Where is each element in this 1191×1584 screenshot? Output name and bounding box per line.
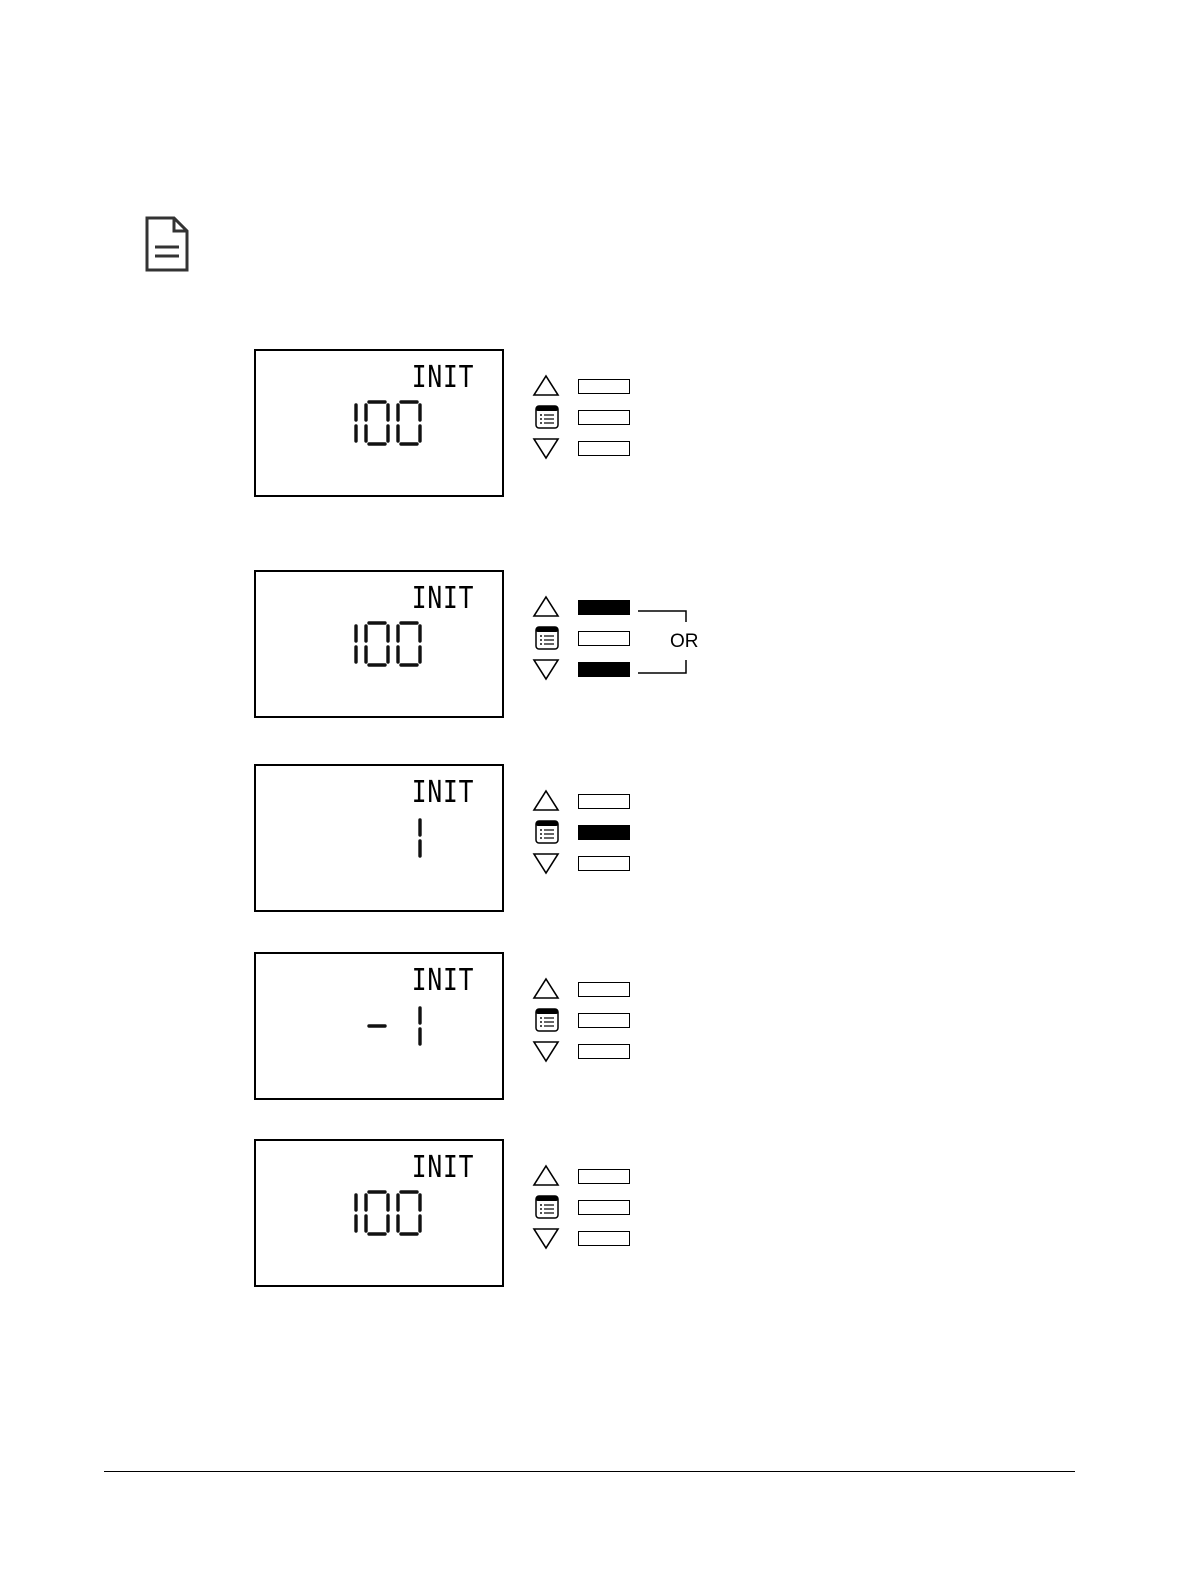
lcd-digit bbox=[398, 402, 420, 444]
up-key[interactable] bbox=[578, 982, 630, 997]
menu-list-icon[interactable] bbox=[532, 1194, 560, 1220]
menu-key-row bbox=[532, 819, 652, 845]
lcd-display: INIT bbox=[254, 764, 504, 912]
lcd-display: INIT bbox=[254, 952, 504, 1100]
menu-key[interactable] bbox=[578, 1013, 630, 1028]
lcd-mode-label: INIT bbox=[411, 1153, 474, 1183]
footer-rule bbox=[104, 1471, 1075, 1472]
down-key-row bbox=[532, 850, 652, 876]
lcd-mode-label: INIT bbox=[411, 966, 474, 996]
up-key[interactable] bbox=[578, 379, 630, 394]
up-key-row bbox=[532, 976, 652, 1002]
up-triangle-icon[interactable] bbox=[532, 1163, 560, 1189]
lcd-value bbox=[332, 620, 428, 668]
up-key-row bbox=[532, 594, 652, 620]
keypad bbox=[532, 976, 652, 1086]
menu-key[interactable] bbox=[578, 825, 630, 840]
up-triangle-icon[interactable] bbox=[532, 788, 560, 814]
menu-list-icon[interactable] bbox=[532, 1007, 560, 1033]
lcd-digit bbox=[366, 623, 388, 665]
down-triangle-icon[interactable] bbox=[532, 1225, 560, 1251]
lcd-display: INIT bbox=[254, 349, 504, 497]
lcd-display: INIT bbox=[254, 1139, 504, 1287]
step-1: INIT bbox=[0, 349, 760, 501]
lcd-digit bbox=[366, 1192, 388, 1234]
lcd-mode-label: INIT bbox=[411, 584, 474, 614]
down-key[interactable] bbox=[578, 662, 630, 677]
down-key[interactable] bbox=[578, 441, 630, 456]
up-key-row bbox=[532, 788, 652, 814]
down-triangle-icon[interactable] bbox=[532, 656, 560, 682]
menu-list-icon[interactable] bbox=[532, 404, 560, 430]
up-triangle-icon[interactable] bbox=[532, 976, 560, 1002]
down-key-row bbox=[532, 1038, 652, 1064]
up-key-row bbox=[532, 1163, 652, 1189]
step-2: INIT OR bbox=[0, 570, 760, 722]
keypad bbox=[532, 788, 652, 898]
menu-key-row bbox=[532, 1007, 652, 1033]
step-4: INIT bbox=[0, 952, 760, 1104]
menu-list-icon[interactable] bbox=[532, 819, 560, 845]
lcd-value bbox=[332, 399, 428, 447]
lcd-mode-label: INIT bbox=[411, 363, 474, 393]
down-key-row bbox=[532, 435, 652, 461]
up-key[interactable] bbox=[578, 794, 630, 809]
step-3: INIT bbox=[0, 764, 760, 916]
down-key[interactable] bbox=[578, 1044, 630, 1059]
note-document-icon bbox=[144, 216, 190, 272]
lcd-digit bbox=[366, 402, 388, 444]
lcd-mode-label: INIT bbox=[411, 778, 474, 808]
down-key-row bbox=[532, 656, 652, 682]
down-triangle-icon[interactable] bbox=[532, 435, 560, 461]
down-triangle-icon[interactable] bbox=[532, 850, 560, 876]
lcd-value bbox=[396, 814, 428, 862]
up-key[interactable] bbox=[578, 1169, 630, 1184]
menu-key[interactable] bbox=[578, 631, 630, 646]
or-label: OR bbox=[670, 631, 699, 653]
menu-key-row bbox=[532, 1194, 652, 1220]
menu-key[interactable] bbox=[578, 410, 630, 425]
down-key[interactable] bbox=[578, 1231, 630, 1246]
up-key[interactable] bbox=[578, 600, 630, 615]
menu-key-row bbox=[532, 404, 652, 430]
menu-key-row bbox=[532, 625, 652, 651]
lcd-value bbox=[364, 1002, 428, 1050]
down-key[interactable] bbox=[578, 856, 630, 871]
up-key-row bbox=[532, 373, 652, 399]
menu-key[interactable] bbox=[578, 1200, 630, 1215]
down-key-row bbox=[532, 1225, 652, 1251]
up-triangle-icon[interactable] bbox=[532, 373, 560, 399]
keypad bbox=[532, 373, 652, 483]
lcd-digit bbox=[398, 623, 420, 665]
menu-list-icon[interactable] bbox=[532, 625, 560, 651]
keypad bbox=[532, 594, 652, 704]
lcd-value bbox=[332, 1189, 428, 1237]
up-triangle-icon[interactable] bbox=[532, 594, 560, 620]
lcd-display: INIT bbox=[254, 570, 504, 718]
keypad bbox=[532, 1163, 652, 1273]
step-5: INIT bbox=[0, 1139, 760, 1291]
lcd-digit bbox=[398, 1192, 420, 1234]
down-triangle-icon[interactable] bbox=[532, 1038, 560, 1064]
